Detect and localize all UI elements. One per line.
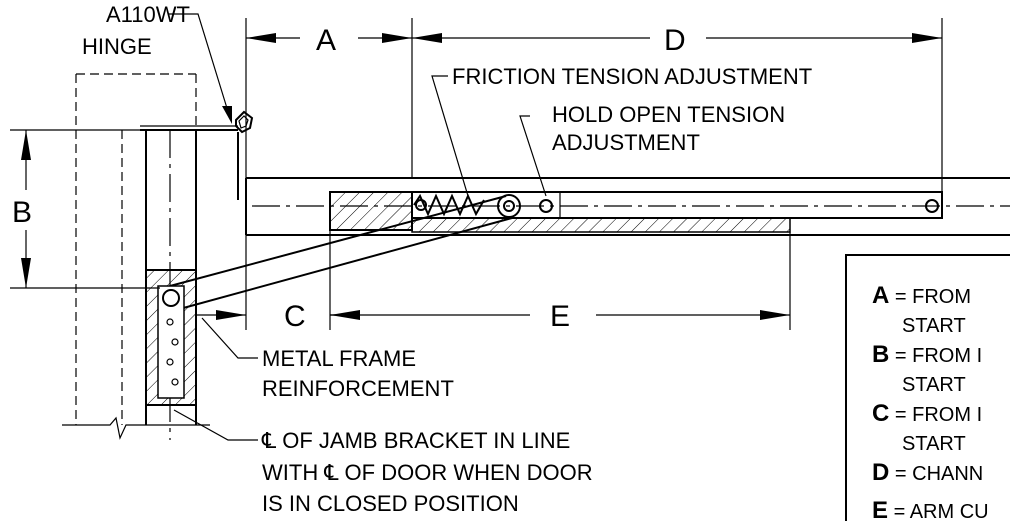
dimension-b [10,129,160,289]
jamb-note-line1: ℄ OF JAMB BRACKET IN LINE [261,428,570,453]
legend-box: A = FROM START B = FROM I START C = FROM… [845,254,1010,521]
jamb-center-leader [173,409,258,441]
legend-b: B = FROM I [872,341,982,368]
hinge-label-line2: HINGE [82,34,152,59]
hinge-label-line1: A110WT [106,2,190,27]
legend-a: A = FROM [872,282,971,309]
hold-open-label-line2: ADJUSTMENT [552,130,700,155]
jamb-note-line2: WITH ℄ OF DOOR WHEN DOOR [262,460,593,485]
jamb-bracket [145,269,197,406]
hold-open-leader [519,115,547,197]
legend-d: D = CHANN [872,459,983,486]
dimension-e [329,230,791,330]
legend-c: C = FROM I [872,400,982,427]
hinge-symbol [235,110,254,200]
legend-e: E = ARM CU [872,497,989,521]
door-outline-dashed [75,73,197,425]
friction-leader [431,75,469,197]
dimension-a [245,18,413,178]
friction-label: FRICTION TENSION ADJUSTMENT [452,64,812,89]
slide-track [329,191,943,233]
closer-channel [245,177,1010,236]
jamb-note-line3: IS IN CLOSED POSITION [262,491,519,516]
legend-b-cont: START [902,374,966,396]
legend-a-cont: START [902,315,966,337]
dim-a-label: A [316,24,336,57]
hold-open-label-line1: HOLD OPEN TENSION [552,102,785,127]
dimension-d [412,18,943,192]
metal-frame-label-line1: METAL FRAME [262,346,416,371]
dim-d-label: D [664,24,686,57]
metal-frame-label-line2: REINFORCEMENT [262,376,454,401]
hinge-leader [168,13,231,119]
dim-b-label: B [12,196,32,229]
closer-arm [169,194,521,311]
dim-e-label: E [550,300,570,333]
metal-frame-leader [201,317,258,359]
dim-c-label: C [284,300,306,333]
legend-c-cont: START [902,433,966,455]
